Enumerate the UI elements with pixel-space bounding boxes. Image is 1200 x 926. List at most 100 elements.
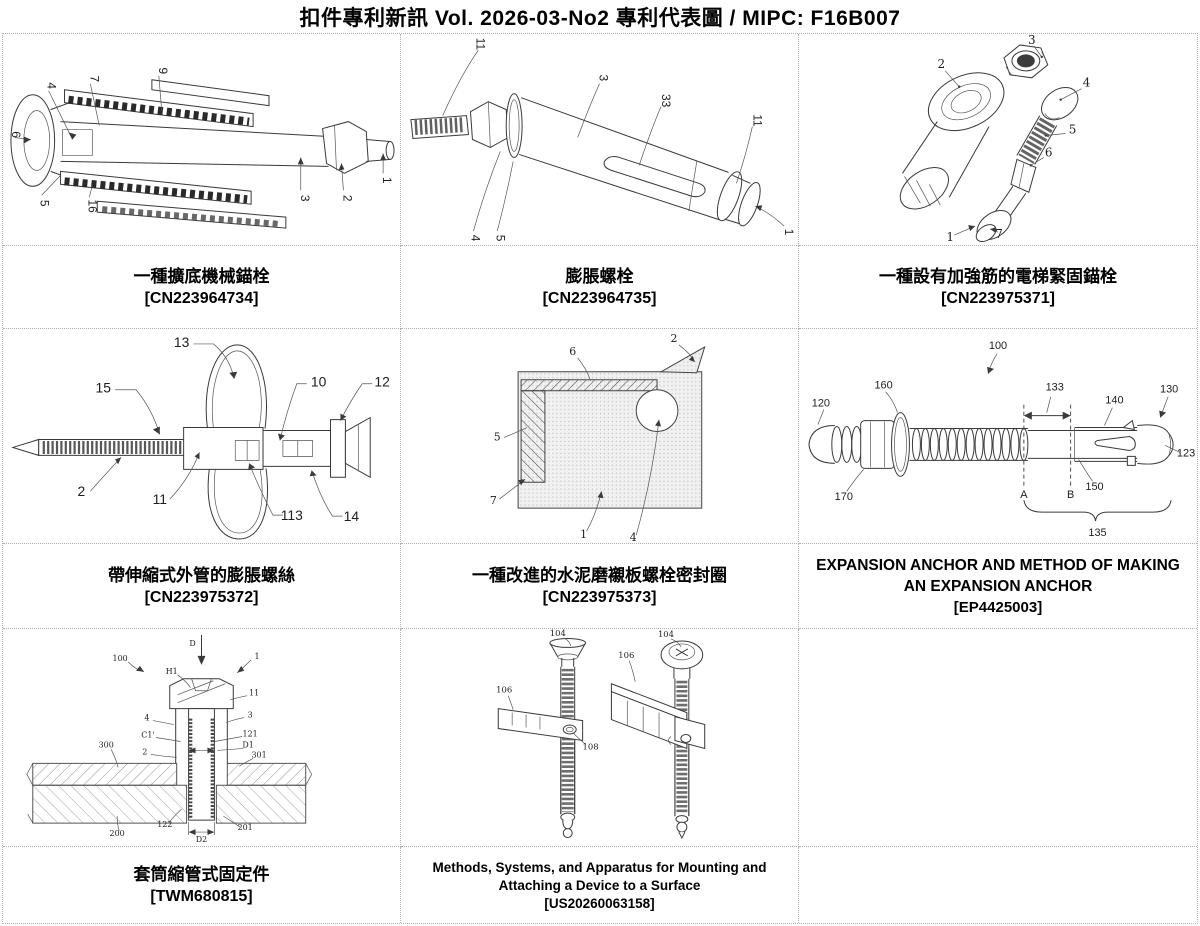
caption-cell-ep4425003: EXPANSION ANCHOR AND METHOD OF MAKING AN… bbox=[799, 544, 1197, 629]
figure-ref-label: 13 bbox=[174, 334, 190, 350]
figure-ref-label: 5 bbox=[38, 200, 52, 207]
caption-patent-id: [CN223975373] bbox=[542, 589, 657, 607]
figure-ref-label: 104 bbox=[550, 629, 566, 638]
figure-ref-label: 106 bbox=[496, 685, 512, 695]
figure-ref-label: 10 bbox=[311, 374, 327, 390]
figure-ref-label: 6 bbox=[9, 131, 23, 138]
figure-ref-label: 3 bbox=[248, 711, 253, 720]
figure-ref-label: 100 bbox=[989, 340, 1007, 352]
caption-title: Methods, Systems, and Apparatus for Moun… bbox=[432, 859, 767, 893]
figure-ref-label: H1 bbox=[166, 667, 178, 676]
figure-cell-empty bbox=[799, 629, 1197, 847]
figure-ref-label: 120 bbox=[812, 398, 830, 410]
figure-ref-label: 1 bbox=[946, 230, 954, 244]
figure-ref-label: 3 bbox=[1028, 34, 1036, 47]
caption-patent-id: [CN223975372] bbox=[144, 589, 259, 607]
caption-patent-id: [CN223975371] bbox=[941, 290, 1055, 308]
figure-ref-label: 150 bbox=[1085, 481, 1103, 493]
figure-ref-label: 7 bbox=[87, 75, 101, 82]
figure-ref-label: D1 bbox=[242, 740, 253, 749]
figure-ref-label: 11 bbox=[750, 114, 764, 127]
figure-ref-label: 5 bbox=[1069, 123, 1077, 137]
figure-ref-label: 4 bbox=[144, 714, 149, 723]
figure-ref-label: 104 bbox=[658, 629, 674, 639]
figure-ref-label: 14 bbox=[344, 508, 360, 524]
figure-ref-label: 135 bbox=[1088, 527, 1106, 539]
caption-title: 一種擴底機械錨栓 bbox=[133, 266, 270, 286]
figure-ref-label: 3 bbox=[597, 74, 611, 81]
figure-ref-label: 200 bbox=[110, 829, 125, 838]
caption-cell-empty bbox=[799, 847, 1197, 923]
figure-ref-label: 4 bbox=[468, 235, 482, 242]
figure-ref-label: 11 bbox=[153, 491, 168, 507]
figure-ref-label: 1 bbox=[580, 528, 587, 541]
figure-ref-label: 301 bbox=[251, 750, 266, 759]
figure-ref-label: 2 bbox=[142, 747, 147, 756]
figure-ref-label: 4 bbox=[630, 531, 637, 543]
figure-ref-label: 2 bbox=[937, 57, 945, 71]
caption-title: 一種改進的水泥磨襯板螺栓密封圈 bbox=[472, 565, 727, 585]
figure-ref-label: 4 bbox=[1083, 76, 1091, 90]
caption-title: 帶伸縮式外管的膨脹螺絲 bbox=[108, 565, 295, 585]
caption-cell-cn223975371: 一種設有加強筋的電梯緊固錨栓 [CN223975371] bbox=[799, 246, 1197, 329]
figure-ref-label: 108 bbox=[583, 741, 599, 751]
figure-ref-label: 16 bbox=[85, 200, 99, 214]
page-title: 扣件專利新訊 Vol. 2026-03-No2 專利代表圖 / MIPC: F1… bbox=[299, 6, 901, 30]
figure-ref-label: 5 bbox=[494, 430, 501, 443]
figure-ref-label: 300 bbox=[99, 740, 114, 749]
caption-patent-id: [CN223964734] bbox=[144, 290, 259, 308]
figure-ref-label: 170 bbox=[835, 491, 853, 503]
figure-ref-label: 11 bbox=[249, 689, 259, 698]
figure-ref-label: 2 bbox=[78, 483, 86, 499]
figure-ref-label: 33 bbox=[659, 94, 673, 108]
figure-ref-label: 160 bbox=[874, 380, 892, 392]
caption-patent-id: [TWM680815] bbox=[150, 888, 253, 906]
figure-ref-label: 6 bbox=[1045, 145, 1053, 159]
figure-ref-label: 11 bbox=[473, 38, 487, 51]
figure-ref-label: 201 bbox=[238, 823, 253, 832]
figure-ref-label: 7 bbox=[490, 494, 497, 507]
caption-cell-cn223964734: 一種擴底機械錨栓 [CN223964734] bbox=[3, 246, 401, 329]
figure-ref-label: 9 bbox=[156, 68, 170, 75]
figure-ref-label: 1 bbox=[782, 229, 796, 236]
figure-ref-label: 2 bbox=[670, 332, 677, 345]
figure-ref-label: B bbox=[1067, 489, 1074, 501]
figure-ref-label: 1 bbox=[380, 177, 394, 184]
caption-title: 膨脹螺栓 bbox=[565, 266, 634, 286]
figure-ref-label: D bbox=[189, 639, 195, 648]
figure-ref-label: 3 bbox=[298, 195, 312, 202]
caption-patent-id: [CN223964735] bbox=[542, 290, 657, 308]
figure-ref-label: 100 bbox=[113, 654, 128, 663]
caption-cell-cn223975372: 帶伸縮式外管的膨脹螺絲 [CN223975372] bbox=[3, 544, 401, 629]
figure-ref-label: 140 bbox=[1105, 395, 1123, 407]
figure-ref-label: 5 bbox=[493, 235, 507, 242]
figure-ref-label: 133 bbox=[1046, 382, 1064, 394]
figure-ref-label: 122 bbox=[157, 820, 172, 829]
figure-ref-label: 113 bbox=[281, 507, 303, 523]
figure-ref-label: 2 bbox=[340, 195, 354, 202]
figure-ref-label: D2 bbox=[196, 835, 207, 844]
caption-title: EXPANSION ANCHOR AND METHOD OF MAKING AN… bbox=[816, 557, 1180, 595]
caption-cell-us20260063158: Methods, Systems, and Apparatus for Moun… bbox=[401, 847, 799, 923]
